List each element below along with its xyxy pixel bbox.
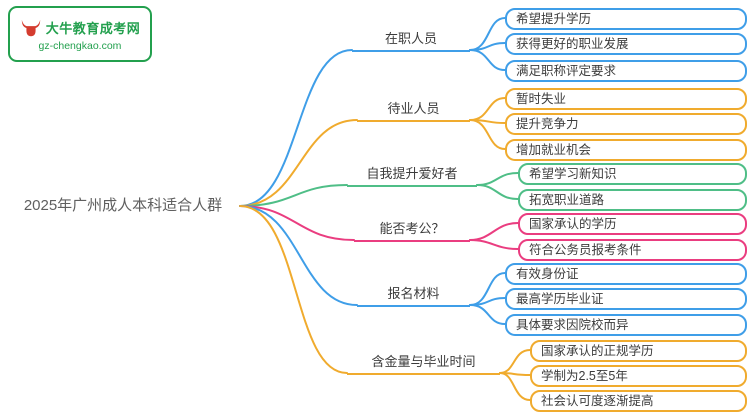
branch-label: 在职人员 [352,30,470,52]
leaf-node: 国家承认的学历 [518,213,747,235]
connector-line [239,205,355,241]
logo-domain-text: gz-chengkao.com [38,39,122,52]
branch-label: 含金量与毕业时间 [347,353,500,375]
leaf-node: 学制为2.5至5年 [530,365,747,387]
site-logo: 大牛教育成考网 gz-chengkao.com [8,6,152,62]
bull-logo-icon [21,19,40,36]
leaf-node: 暂时失业 [505,88,747,110]
branch-label: 自我提升爱好者 [347,165,477,187]
leaf-node: 有效身份证 [505,263,747,285]
connector-line [239,184,348,207]
connector-line [469,17,506,51]
root-node: 2025年广州成人本科适合人群 [23,197,223,214]
connector-line [499,372,531,401]
leaf-node: 具体要求因院校而异 [505,314,747,336]
leaf-node: 获得更好的职业发展 [505,33,747,55]
branch-label: 报名材料 [357,285,470,307]
leaf-node: 拓宽职业道路 [518,189,747,211]
connector-line [476,172,519,186]
connector-line [469,49,506,71]
leaf-node: 符合公务员报考条件 [518,239,747,261]
connector-line [476,184,519,200]
leaf-node: 希望提升学历 [505,8,747,30]
connector-line [469,272,506,306]
connector-line [469,297,506,306]
leaf-node: 最高学历毕业证 [505,288,747,310]
leaf-node: 希望学习新知识 [518,163,747,185]
connector-line [469,97,506,121]
leaf-node: 增加就业机会 [505,139,747,161]
connector-line [239,119,358,207]
connector-line [239,49,353,207]
connector-line [469,239,519,250]
connector-line [469,304,506,325]
leaf-node: 提升竞争力 [505,113,747,135]
branch-label: 能否考公？ [354,220,470,242]
connector-line [469,42,506,51]
connector-line [239,205,358,306]
branch-label: 待业人员 [357,100,470,122]
leaf-node: 国家承认的正规学历 [530,340,747,362]
connector-line [239,205,348,374]
leaf-node: 社会认可度逐渐提高 [530,390,747,412]
connector-line [499,349,531,374]
connector-line [469,119,506,150]
logo-site-name: 大牛教育成考网 [45,21,141,36]
leaf-node: 满足职称评定要求 [505,60,747,82]
connector-line [469,222,519,241]
